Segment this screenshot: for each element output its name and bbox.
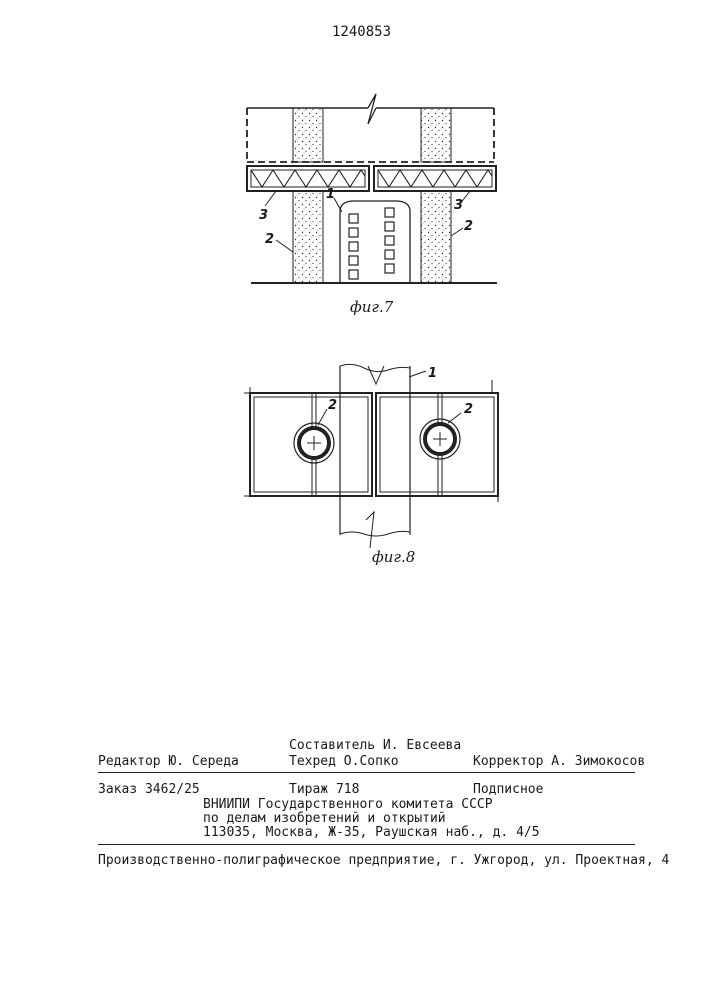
printer-line: Производственно-полиграфическое предприя… [98, 853, 669, 868]
fig7-callout-1: 1 [326, 187, 335, 202]
column-circle-left [294, 423, 334, 463]
order-line: Заказ 3462/25 [98, 782, 200, 797]
truss-left [247, 166, 369, 191]
figure-8-caption: фиг.8 [372, 548, 415, 566]
org-line-1: ВНИИПИ Государственного комитета СССР [203, 797, 493, 812]
subscription-line: Подписное [473, 782, 543, 797]
figure-7-caption: фиг.7 [350, 298, 393, 316]
org-line-3: 113035, Москва, Ж-35, Раушская наб., д. … [203, 825, 540, 840]
column-circle-right [420, 419, 460, 459]
colophon-rule-bottom [98, 844, 635, 845]
frame-left [244, 387, 372, 496]
upper-floor-outline [247, 94, 494, 162]
techred-line: Техред О.Сопко [289, 754, 399, 769]
fig7-callout-2-right: 2 [464, 219, 473, 234]
fig8-callout-2-left: 2 [328, 398, 337, 413]
org-line-2: по делам изобретений и открытий [203, 811, 446, 826]
print-run-line: Тираж 718 [289, 782, 359, 797]
compiler-line: Составитель И. Евсеева [289, 738, 461, 753]
fig7-callout-3-right: 3 [454, 198, 463, 213]
floor-slab-stack [340, 201, 410, 283]
fig8-callout-1: 1 [428, 366, 437, 381]
column-left [293, 108, 323, 283]
fig7-callout-3-left: 3 [259, 208, 268, 223]
column-right [421, 108, 451, 283]
corrector-line: Корректор А. Зимокосов [473, 754, 645, 769]
fig7-callout-2-left: 2 [265, 232, 274, 247]
frame-right [376, 380, 498, 502]
truss-right [374, 166, 496, 191]
editor-line: Редактор Ю. Середа [98, 754, 239, 769]
colophon-rule-top [98, 772, 635, 773]
fig8-callout-2-right: 2 [464, 402, 473, 417]
